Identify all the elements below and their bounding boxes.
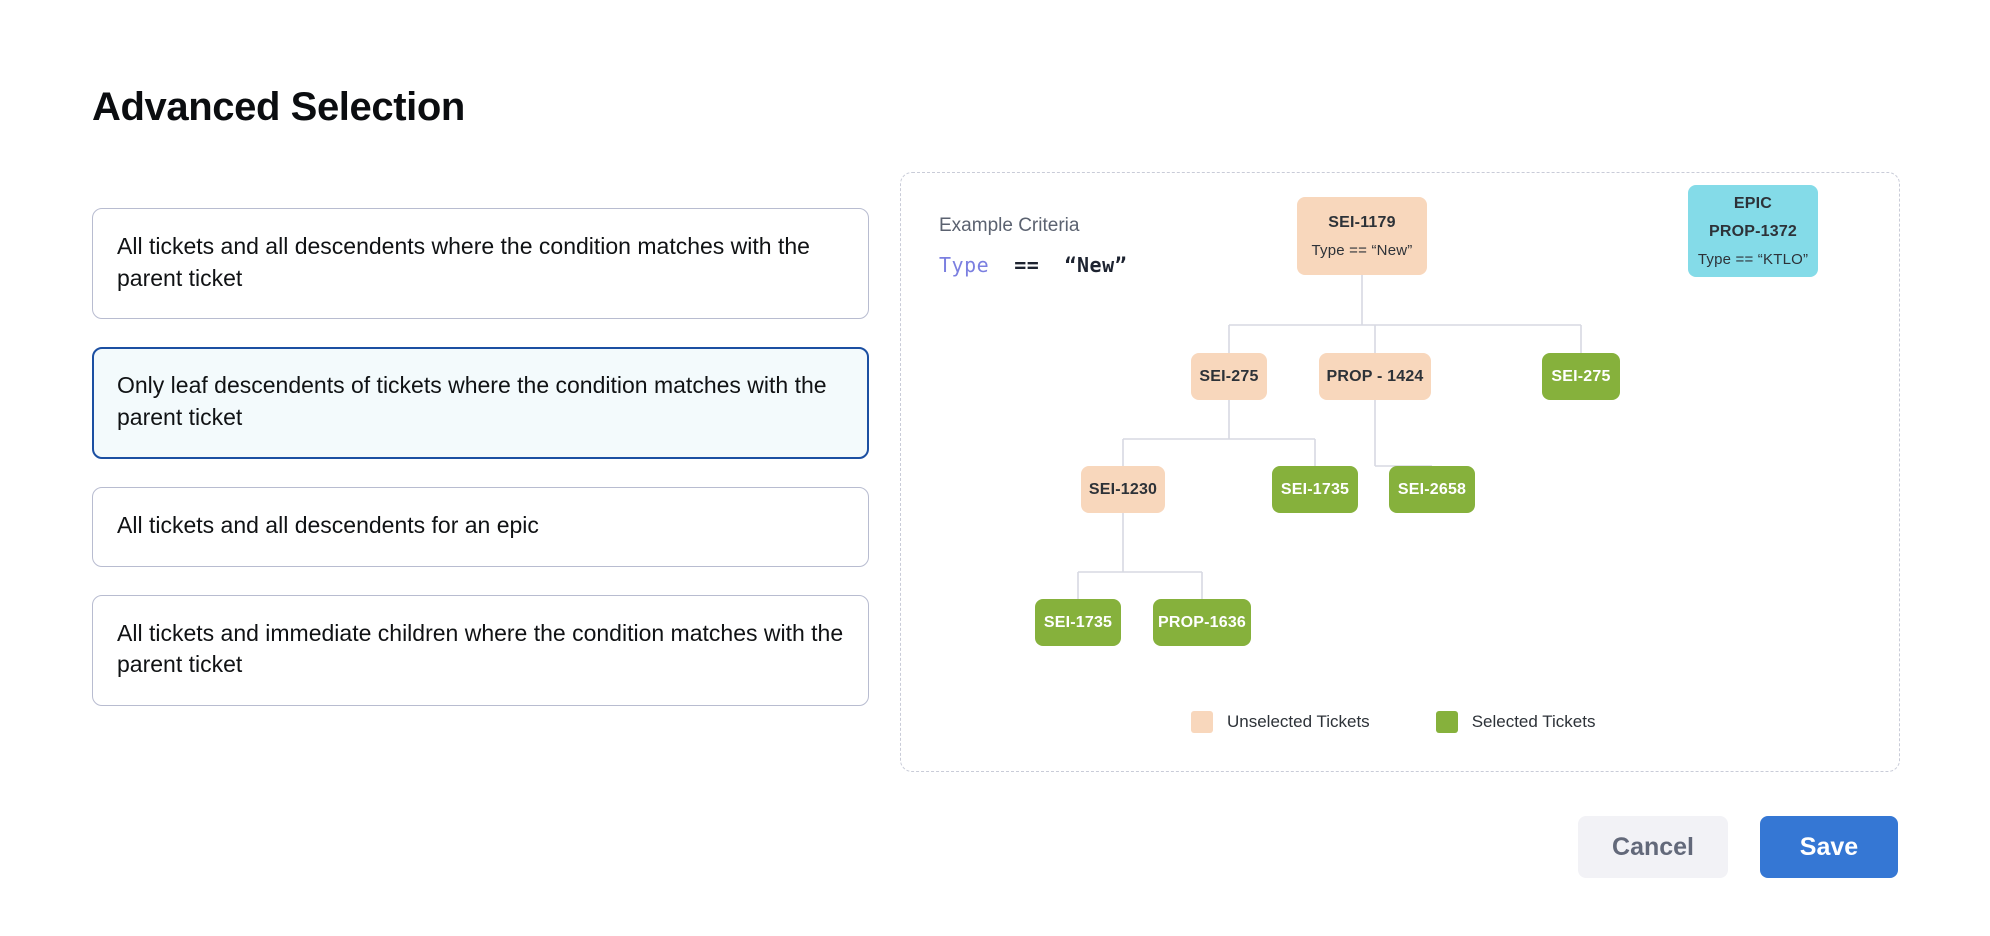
node-label: PROP-1636 (1157, 613, 1247, 631)
legend-swatch-selected-icon (1435, 711, 1458, 733)
node-label: SEI-275 (1551, 367, 1611, 385)
tree-node-prop-1424[interactable]: PROP - 1424 (1319, 353, 1431, 400)
node-label: SEI-1735 (1043, 613, 1113, 631)
node-label: SEI-2658 (1397, 480, 1467, 498)
node-label: PROP - 1424 (1326, 367, 1424, 385)
tree-node-sei-1735-a[interactable]: SEI-1735 (1272, 466, 1358, 513)
tree-node-sei-1179[interactable]: SEI-1179 Type == “New” (1297, 197, 1427, 275)
tree-node-sei-275-b[interactable]: SEI-275 (1542, 353, 1620, 400)
node-label: SEI-1179 (1328, 213, 1396, 231)
example-diagram-panel: Example Criteria Type == “New” (900, 172, 1900, 772)
tree-node-sei-1230[interactable]: SEI-1230 (1081, 466, 1165, 513)
tree-connectors (1077, 275, 1582, 599)
selection-options-list: All tickets and all descendents where th… (92, 208, 869, 734)
option-label: All tickets and all descendents for an e… (117, 511, 539, 538)
criteria-block: Example Criteria Type == “New” (939, 215, 1127, 277)
node-midlabel: PROP-1372 (1708, 222, 1798, 240)
tree-node-sei-2658[interactable]: SEI-2658 (1389, 466, 1475, 513)
option-label: Only leaf descendents of tickets where t… (117, 372, 827, 431)
criteria-field-token: Type (939, 253, 990, 277)
criteria-operator-token: == (1014, 253, 1040, 277)
legend-item-unselected: Unselected Tickets (1191, 711, 1370, 733)
node-label: SEI-275 (1199, 367, 1259, 385)
legend-item-selected: Selected Tickets (1435, 711, 1596, 733)
node-label: SEI-1735 (1280, 480, 1350, 498)
option-label: All tickets and all descendents where th… (117, 233, 810, 291)
diagram-legend: Unselected Tickets Selected Tickets (1191, 711, 1595, 733)
tree-node-prop-1636[interactable]: PROP-1636 (1153, 599, 1251, 646)
legend-swatch-unselected-icon (1191, 711, 1213, 733)
legend-label: Selected Tickets (1471, 712, 1596, 731)
option-card-only-leaf-descendents-condition[interactable]: Only leaf descendents of tickets where t… (92, 347, 869, 459)
dialog-actions: Cancel Save (1578, 816, 1898, 878)
tree-node-epic-prop-1372[interactable]: EPIC PROP-1372 Type == “KTLO” (1688, 185, 1818, 277)
cancel-button[interactable]: Cancel (1578, 816, 1728, 878)
tree-node-sei-1735-b[interactable]: SEI-1735 (1035, 599, 1121, 646)
save-button[interactable]: Save (1760, 816, 1898, 878)
criteria-expression: Type == “New” (939, 253, 1127, 277)
node-sublabel: Type == “New” (1311, 241, 1413, 259)
option-card-all-tickets-immediate-children-condition[interactable]: All tickets and immediate children where… (92, 594, 869, 707)
node-label: SEI-1230 (1088, 480, 1158, 498)
criteria-label: Example Criteria (939, 215, 1080, 236)
legend-label: Unselected Tickets (1227, 712, 1370, 731)
node-sublabel: Type == “KTLO” (1697, 250, 1809, 268)
criteria-value-token: “New” (1064, 253, 1128, 277)
option-label: All tickets and immediate children where… (117, 619, 844, 678)
option-card-all-tickets-all-descendents-epic[interactable]: All tickets and all descendents for an e… (92, 486, 869, 567)
tree-nodes: SEI-1179 Type == “New” EPIC PROP-1372 Ty… (901, 173, 1901, 773)
node-label: EPIC (1733, 194, 1773, 212)
page-title: Advanced Selection (92, 84, 465, 129)
tree-node-sei-275-a[interactable]: SEI-275 (1191, 353, 1267, 400)
option-card-all-tickets-all-descendents-condition[interactable]: All tickets and all descendents where th… (92, 208, 869, 320)
